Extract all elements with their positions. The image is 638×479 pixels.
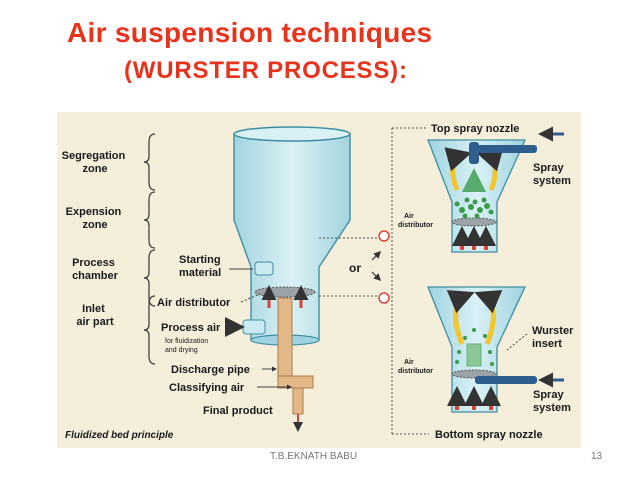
label-air-distributor: Air distributor [157, 297, 231, 309]
label-top-spray-nozzle: Top spray nozzle [431, 123, 519, 135]
label-process-air-note: for fluidization and drying [165, 338, 210, 354]
title-line-2: (WURSTER PROCESS): [124, 57, 408, 84]
label-inlet-air-part: Inlet air part [76, 303, 114, 328]
bottom-spray-unit [427, 286, 537, 413]
label-process-air: Process air [161, 322, 221, 334]
label-air-distributor-top: Air distributor [398, 213, 433, 229]
label-wurster-insert: Wurster insert [532, 325, 576, 350]
magnifier-icons [378, 230, 390, 304]
wurster-process-figure: Segregation zone Expension zone Process … [57, 112, 581, 448]
footer-author: T.B.EKNATH BABU [270, 451, 358, 462]
zone-brackets [143, 133, 156, 365]
label-discharge-pipe: Discharge pipe [171, 364, 250, 376]
label-starting-material: Starting material [179, 254, 224, 279]
title-line-1: Air suspension techniques [67, 17, 433, 48]
page-number: 13 [591, 451, 603, 462]
label-air-distributor-bottom: Air distributor [398, 359, 433, 375]
top-spray-unit [427, 139, 537, 253]
slide-title: Air suspension techniques (WURSTER PROCE… [67, 14, 587, 90]
figure-caption: Fluidized bed principle [65, 430, 174, 441]
label-classifying-air: Classifying air [169, 382, 245, 394]
label-final-product: Final product [203, 405, 273, 417]
label-bottom-spray-nozzle: Bottom spray nozzle [435, 429, 543, 441]
label-spray-system-top: Spray system [533, 162, 571, 187]
label-or: or [349, 261, 361, 275]
fluidized-bed-vessel [233, 126, 351, 432]
label-spray-system-bottom: Spray system [533, 389, 571, 414]
connector-lines [319, 127, 429, 435]
label-expansion-zone: Expension zone [66, 206, 125, 231]
label-segregation-zone: Segregation zone [62, 150, 129, 175]
label-process-chamber: Process chamber [72, 257, 119, 282]
